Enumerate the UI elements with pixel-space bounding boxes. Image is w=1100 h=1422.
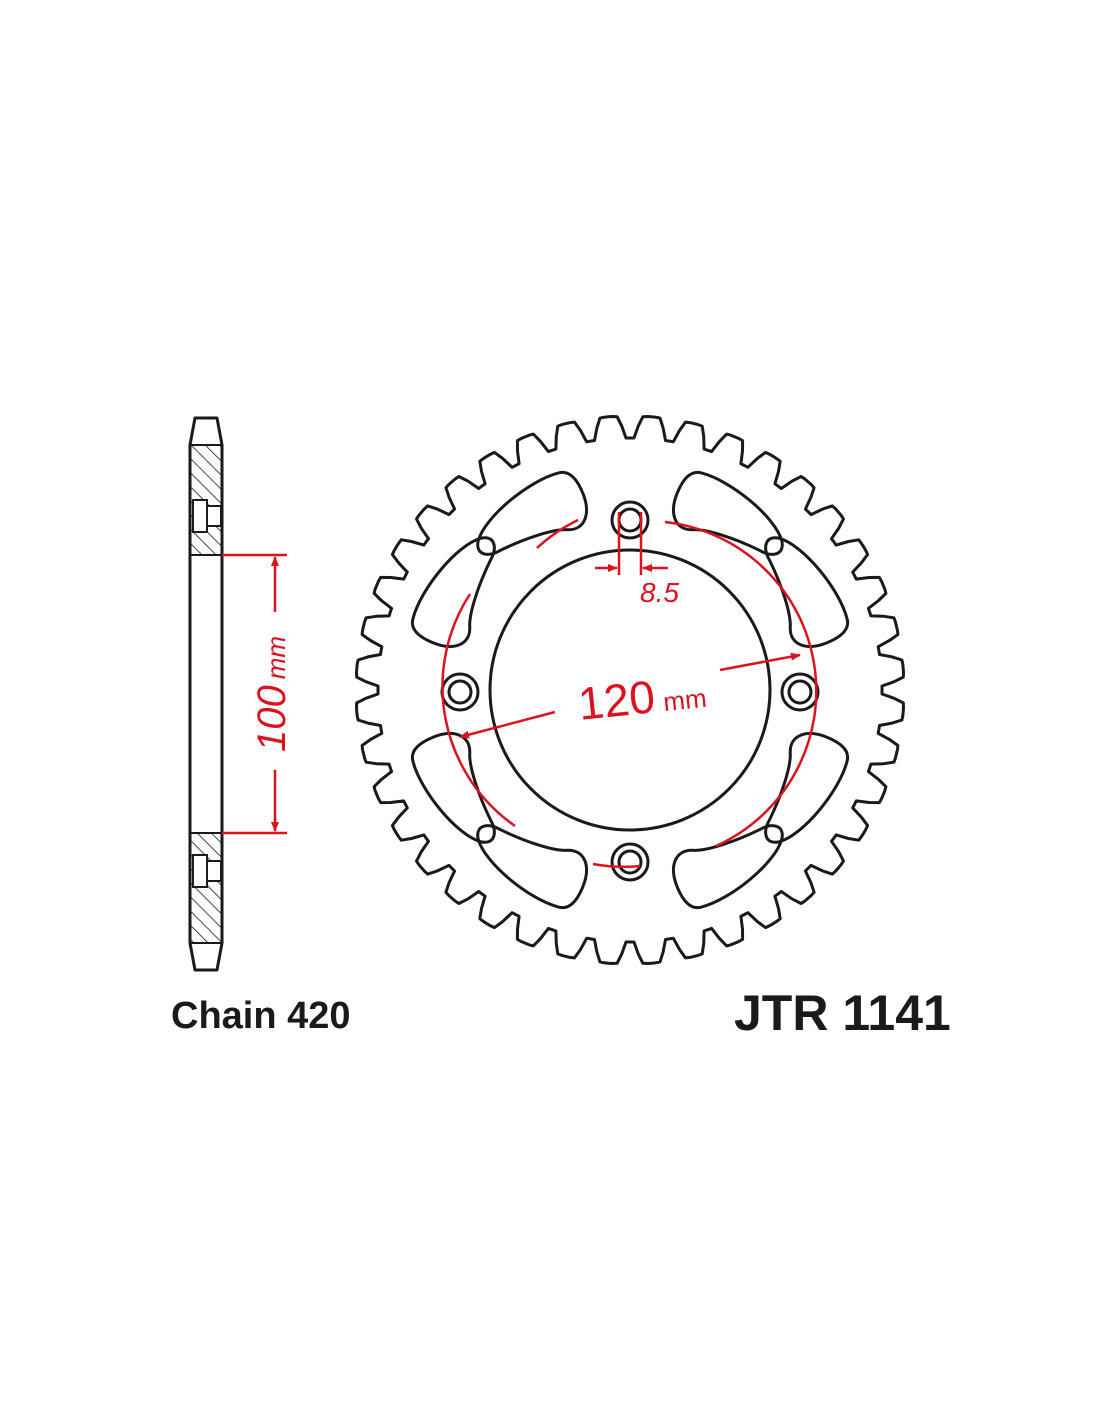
lightening-slot bbox=[410, 536, 496, 648]
bolt-hole bbox=[610, 842, 650, 882]
lightening-slot bbox=[476, 470, 588, 556]
center-bore-circle bbox=[488, 548, 772, 832]
lightening-slot bbox=[672, 470, 784, 556]
side-view: 100mm bbox=[188, 416, 294, 972]
bolt-circle-arc-left bbox=[441, 593, 516, 828]
center-bore-dimension: 100mm bbox=[250, 636, 294, 752]
bolt-hole bbox=[780, 672, 820, 712]
lightening-slot bbox=[410, 732, 496, 844]
lightening-slot bbox=[764, 732, 850, 844]
bolt-hole bbox=[617, 507, 643, 533]
bolt-hole bbox=[610, 500, 650, 540]
bolt-hole-dimension: 8.5 bbox=[640, 577, 679, 608]
bolt-hole bbox=[617, 849, 643, 875]
chain-size-label: Chain 420 bbox=[171, 995, 351, 1037]
bolt-hole bbox=[787, 679, 813, 705]
sprocket-teeth-outline bbox=[355, 415, 905, 965]
lightening-slot bbox=[764, 536, 850, 648]
bolt-hole bbox=[447, 679, 473, 705]
bolt-circle-arc-right bbox=[664, 520, 818, 848]
lightening-slot bbox=[476, 824, 588, 910]
lightening-slot bbox=[672, 824, 784, 910]
part-number-label: JTR 1141 bbox=[734, 985, 951, 1041]
bolt-hole bbox=[440, 672, 480, 712]
